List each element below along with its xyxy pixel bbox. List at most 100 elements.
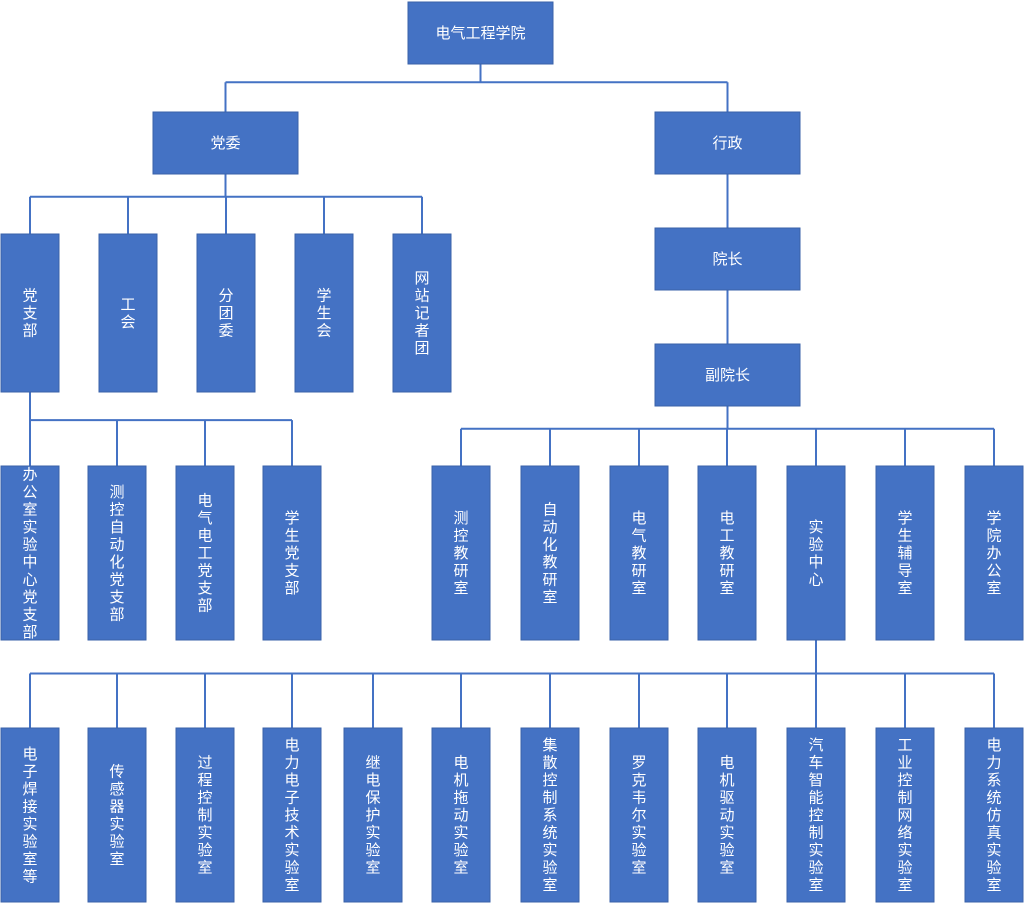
node-dept-electrotechnics: 电工教研室 [697, 465, 757, 641]
node-label: 继电保护实验室 [365, 754, 380, 877]
node-lab-motor-drag: 电机拖动实验室 [431, 727, 491, 903]
node-label: 院长 [712, 250, 742, 268]
node-label: 学生会 [316, 287, 331, 340]
node-box [609, 727, 669, 903]
node-college: 电气工程学院 [407, 1, 554, 65]
node-dean: 院长 [654, 227, 801, 291]
node-label: 电力系统仿真实验室 [986, 736, 1001, 894]
connector-party-committee [29, 174, 423, 234]
node-box [0, 233, 60, 393]
connector-college [224, 64, 729, 112]
node-label: 实验中心 [808, 518, 823, 589]
node-box [87, 727, 147, 903]
node-lab-industrial-net: 工业控制网络实验室 [875, 727, 935, 903]
node-box [520, 727, 580, 903]
node-box [343, 727, 403, 903]
connector-party-branch [29, 392, 293, 466]
node-box [175, 465, 235, 641]
node-branch-electrical: 电气电工党支部 [175, 465, 235, 641]
node-college-office: 学院办公室 [964, 465, 1024, 641]
node-dept-electrical: 电气教研室 [609, 465, 669, 641]
node-box [175, 727, 235, 903]
node-label: 汽车智能控制实验室 [808, 736, 823, 894]
node-lab-auto-control: 汽车智能控制实验室 [786, 727, 846, 903]
node-party-branch: 党支部 [0, 233, 60, 393]
node-box [697, 465, 757, 641]
node-label: 党支部 [22, 287, 37, 340]
node-lab-power-sim: 电力系统仿真实验室 [964, 727, 1024, 903]
node-label: 学生辅导室 [897, 509, 912, 597]
node-label: 电气教研室 [631, 509, 646, 597]
node-box [964, 465, 1024, 641]
node-label: 党委 [210, 134, 240, 152]
node-label: 副院长 [705, 366, 750, 384]
node-label: 电力电子技术实验室 [284, 736, 299, 894]
node-box [431, 465, 491, 641]
connector-lab-center [29, 640, 995, 728]
node-student-counseling: 学生辅导室 [875, 465, 935, 641]
node-label: 电机拖动实验室 [453, 754, 468, 877]
node-lab-sensor: 传感器实验室 [87, 727, 147, 903]
node-label: 自动化教研室 [542, 500, 557, 606]
node-box [0, 465, 60, 641]
node-trade-union: 工会 [98, 233, 158, 393]
node-box [654, 111, 801, 175]
node-box [196, 233, 256, 393]
node-dept-automation: 自动化教研室 [520, 465, 580, 641]
node-lab-motor-drive: 电机驱动实验室 [697, 727, 757, 903]
node-lab-process: 过程控制实验室 [175, 727, 235, 903]
node-box [262, 465, 322, 641]
connector-lines [29, 64, 995, 728]
node-lab-relay: 继电保护实验室 [343, 727, 403, 903]
node-youth-league: 分团委 [196, 233, 256, 393]
node-label: 学院办公室 [986, 509, 1001, 597]
node-party-committee: 党委 [152, 111, 299, 175]
node-label: 办公室实验中心党支部 [22, 465, 37, 641]
node-label: 工业控制网络实验室 [897, 736, 912, 894]
node-label: 工会 [120, 295, 135, 331]
node-label: 学生党支部 [284, 509, 299, 597]
node-lab-welding: 电子焊接实验室等 [0, 727, 60, 903]
node-label: 测控自动化党支部 [109, 483, 124, 624]
node-student-union: 学生会 [294, 233, 354, 393]
node-box [87, 465, 147, 641]
node-box [875, 727, 935, 903]
node-box [392, 233, 452, 393]
node-web-reporters: 网站记者团 [392, 233, 452, 393]
node-vice-dean: 副院长 [654, 343, 801, 407]
node-label: 测控教研室 [453, 509, 468, 597]
node-box [407, 1, 554, 65]
node-box [0, 727, 60, 903]
node-label: 网站记者团 [414, 269, 429, 357]
node-box [654, 227, 801, 291]
node-label: 传感器实验室 [109, 762, 124, 868]
node-box [697, 727, 757, 903]
node-label: 分团委 [218, 287, 233, 340]
node-lab-center: 实验中心 [786, 465, 846, 641]
node-box [786, 727, 846, 903]
node-label: 罗克韦尔实验室 [631, 754, 646, 877]
connector-vice-dean [460, 406, 995, 466]
node-label: 电子焊接实验室等 [22, 745, 37, 886]
node-box [262, 727, 322, 903]
node-lab-power-electronics: 电力电子技术实验室 [262, 727, 322, 903]
node-label: 电气工程学院 [435, 24, 525, 42]
node-label: 过程控制实验室 [197, 754, 212, 877]
node-box [786, 465, 846, 641]
node-lab-rockwell: 罗克韦尔实验室 [609, 727, 669, 903]
node-label: 行政 [712, 134, 742, 152]
node-box [431, 727, 491, 903]
node-box [98, 233, 158, 393]
node-box [964, 727, 1024, 903]
node-branch-office-lab: 办公室实验中心党支部 [0, 465, 60, 641]
node-dept-measure-control: 测控教研室 [431, 465, 491, 641]
node-box [875, 465, 935, 641]
node-branch-student: 学生党支部 [262, 465, 322, 641]
node-box [520, 465, 580, 641]
node-box [294, 233, 354, 393]
node-branch-automation: 测控自动化党支部 [87, 465, 147, 641]
node-label: 电机驱动实验室 [719, 754, 734, 877]
node-administration: 行政 [654, 111, 801, 175]
